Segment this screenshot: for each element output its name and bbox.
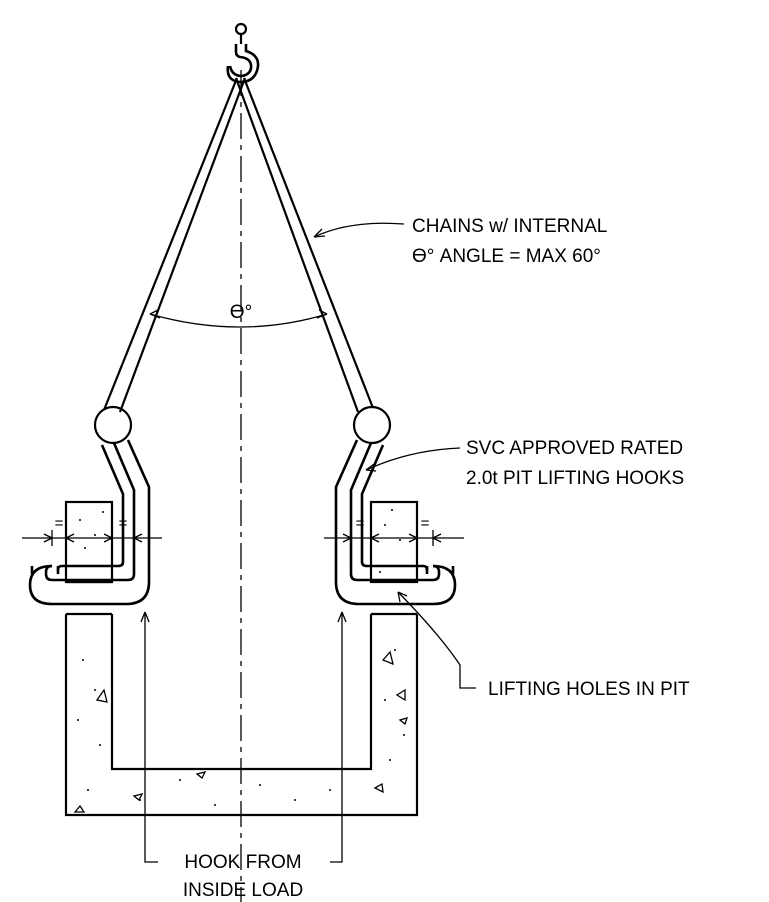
hook-from-label-line2: INSIDE LOAD (183, 880, 303, 901)
chains-leader (313, 222, 405, 238)
svg-text:=: = (356, 515, 365, 532)
hook-from-label-line1: HOOK FROM (184, 852, 301, 873)
svg-text:=: = (55, 515, 64, 532)
right-shackle (352, 405, 392, 445)
concrete-texture (73, 509, 409, 813)
pit-body (64, 612, 419, 817)
left-chain (102, 77, 247, 413)
hooks-label-line1: SVC APPROVED RATED (466, 438, 683, 459)
hooks-leader (365, 447, 461, 472)
angle-arc (149, 313, 328, 328)
chains-label-line1: CHAINS w/ INTERNAL (412, 216, 607, 237)
left-dimension: = = (22, 515, 162, 546)
left-lifting-hook (28, 439, 151, 606)
angle-label: ϴ° (230, 302, 252, 323)
right-dimension: = = (324, 515, 464, 546)
holes-label: LIFTING HOLES IN PIT (488, 679, 690, 700)
chains-label-line2: ϴ° ANGLE = MAX 60° (412, 246, 601, 267)
svg-text:=: = (119, 515, 128, 532)
hooks-label-line2: 2.0t PIT LIFTING HOOKS (466, 468, 684, 489)
svg-text:=: = (421, 515, 430, 532)
right-lifting-hook (334, 439, 457, 606)
holes-leader (397, 591, 476, 689)
right-chain (234, 77, 375, 413)
crane-hook (226, 22, 260, 84)
left-shackle (93, 405, 133, 445)
hook-from-leader (140, 611, 347, 863)
